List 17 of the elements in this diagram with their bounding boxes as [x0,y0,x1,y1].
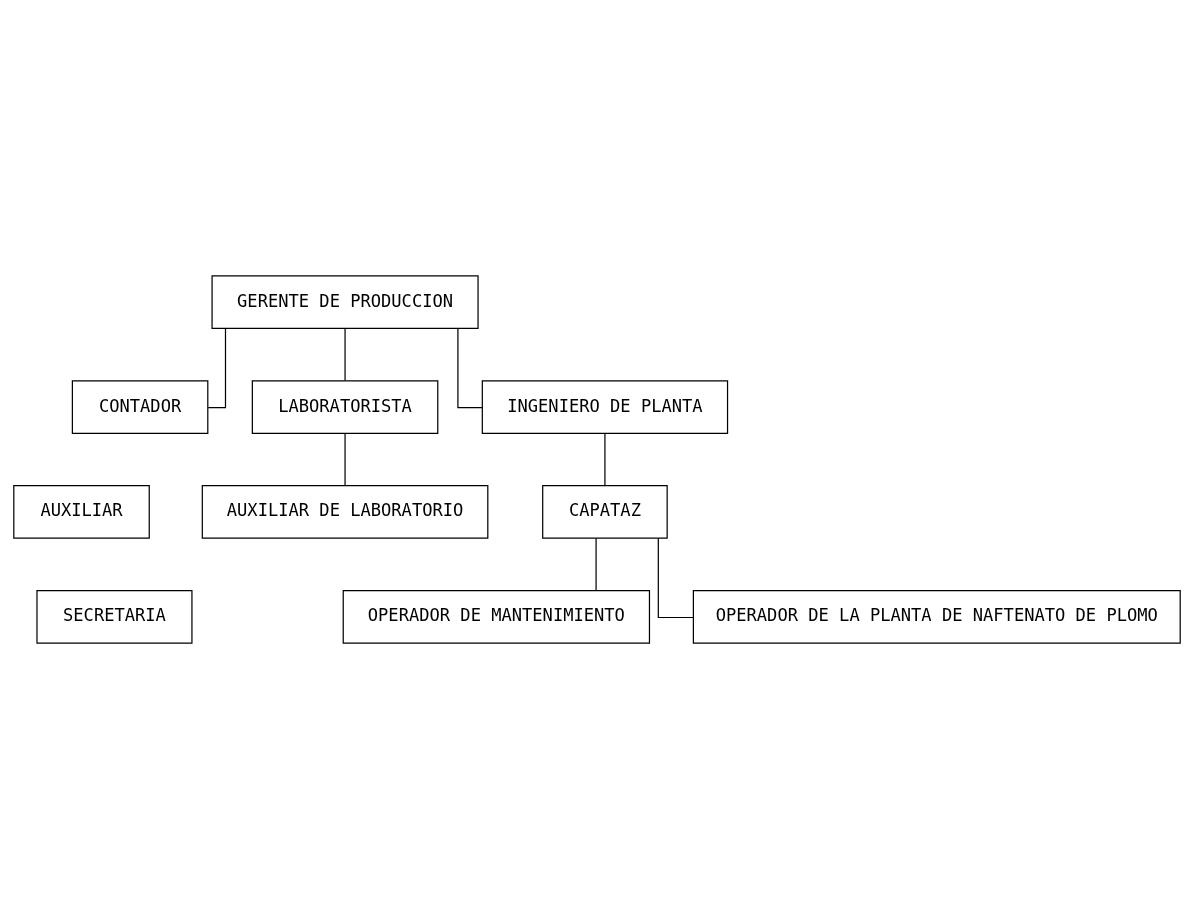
connector [457,328,483,409]
node-box: INGENIERO DE PLANTA [481,380,729,434]
node-box: GERENTE DE PRODUCCION [211,275,479,329]
node-box: SECRETARIA [36,590,193,644]
node-box: CAPATAZ [542,485,668,539]
node-box: AUXILIAR [13,485,150,539]
node-box: OPERADOR DE LA PLANTA DE NAFTENATO DE PLOMO [692,590,1181,644]
connector [595,537,597,592]
node-box: CONTADOR [71,380,209,434]
connector [344,432,346,487]
connector [604,432,606,487]
node-box: AUXILIAR DE LABORATORIO [201,485,489,539]
connector [207,328,227,409]
node-box: LABORATORISTA [251,380,439,434]
node-box: OPERADOR DE MANTENIMIENTO [342,590,651,644]
connector [657,538,694,619]
connector [344,327,346,382]
